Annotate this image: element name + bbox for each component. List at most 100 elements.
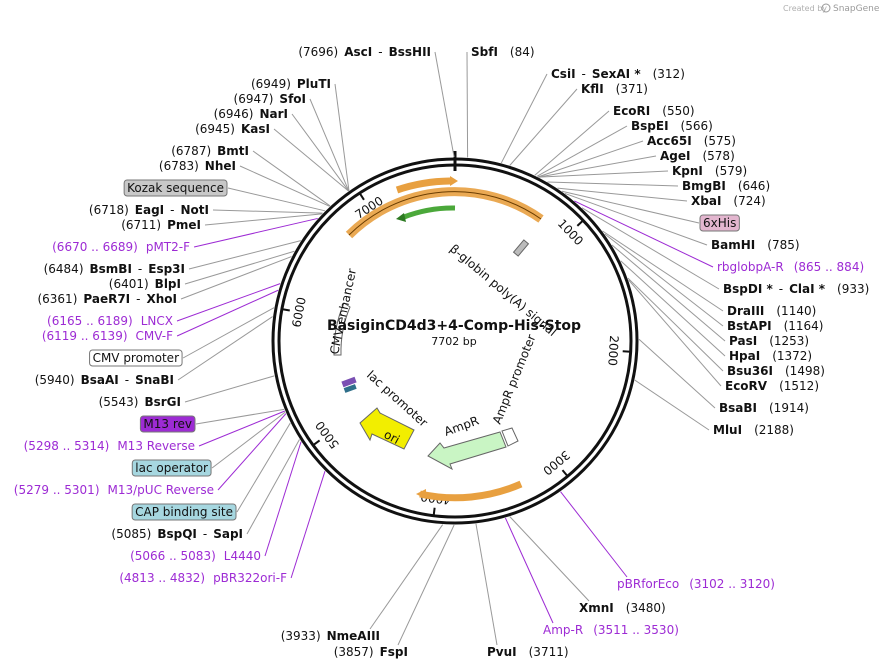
site-label[interactable]: BmgBI(646) [682, 179, 770, 193]
enzyme-name: Bsu36I [727, 364, 773, 378]
site-label[interactable]: XmnI(3480) [579, 601, 666, 615]
site-label[interactable]: (3933)NmeAIII [281, 629, 380, 643]
site-label[interactable]: XbaI(724) [691, 194, 766, 208]
site-ecori: EcoRI(550) [613, 104, 695, 118]
site-label[interactable]: (3857)FspI [334, 645, 408, 659]
site-label[interactable]: EcoRV(1512) [725, 379, 819, 393]
plasmid-length: 7702 bp [431, 335, 476, 348]
site-label[interactable]: Acc65I(575) [647, 134, 736, 148]
site-label[interactable]: (6361)PaeR7I-XhoI [37, 292, 177, 306]
site-label[interactable]: EcoRI(550) [613, 104, 695, 118]
site-label[interactable]: KpnI(579) [672, 164, 747, 178]
site-label[interactable]: lac operator [131, 459, 212, 477]
site-leader-line [264, 441, 302, 557]
site-label[interactable]: 6xHis [699, 214, 740, 232]
site-label[interactable]: (5066 .. 5083)L4440 [130, 549, 261, 563]
ori-label: ori [382, 427, 402, 447]
site-position: (3480) [626, 601, 666, 615]
site-label[interactable]: Bsu36I(1498) [727, 364, 825, 378]
primer-pbr322ori-f: (4813 .. 4832)pBR322ori-F [119, 571, 287, 585]
enzyme-name: KflI [581, 82, 604, 96]
site-label[interactable]: CAP binding site [131, 503, 237, 521]
site-position: (1253) [769, 334, 809, 348]
site-draiii: DraIII(1140) [727, 304, 816, 318]
site-label[interactable]: BspDI *-ClaI *(933) [723, 282, 869, 296]
enzyme-name: EcoRI [613, 104, 650, 118]
site-label[interactable]: BstAPI(1164) [727, 319, 823, 333]
site-label[interactable]: M13 rev [139, 415, 196, 433]
feature-box-bg [131, 459, 212, 477]
site-leader-line [176, 283, 281, 322]
site-label[interactable]: PasI(1253) [729, 334, 809, 348]
tick-label: 3000 [540, 448, 572, 478]
site-label[interactable]: (6783)NheI [159, 159, 236, 173]
site-label[interactable]: (6947)SfoI [234, 92, 306, 106]
site-label[interactable]: (5940)BsaAI-SnaBI [35, 373, 174, 387]
tick-mark [312, 439, 321, 446]
site-leader-line [538, 140, 644, 178]
site-label[interactable]: DraIII(1140) [727, 304, 816, 318]
site-label[interactable]: HpaI(1372) [729, 349, 812, 363]
site-label[interactable]: (4813 .. 4832)pBR322ori-F [119, 571, 287, 585]
feature-box-label: Kozak sequence [127, 181, 224, 195]
site-label[interactable]: (6718)EagI-NotI [89, 203, 209, 217]
site-label[interactable]: AgeI(578) [660, 149, 735, 163]
enzyme-name: DraIII [727, 304, 764, 318]
site-label[interactable]: CMV promoter [89, 349, 183, 367]
site-label[interactable]: (6165 .. 6189)LNCX [47, 314, 173, 328]
site-label[interactable]: (5298 .. 5314)M13 Reverse [24, 439, 195, 453]
site-leader-line [369, 524, 444, 630]
site-label[interactable]: SbfI(84) [471, 45, 535, 59]
site-label[interactable]: BspEI(566) [631, 119, 713, 133]
site-label[interactable]: pBRforEco(3102 .. 3120) [617, 577, 775, 591]
site-leader-line [504, 517, 554, 624]
site-label[interactable]: (6945)KasI [195, 122, 270, 136]
site-label[interactable]: BamHI(785) [711, 238, 800, 252]
site-bmti: (6787)BmtI [171, 144, 249, 158]
site-leader-line [291, 113, 349, 192]
site-label[interactable]: KflI(371) [581, 82, 648, 96]
site-label[interactable]: rbglobpA-R(865 .. 884) [717, 260, 864, 274]
site-label[interactable]: (6484)BsmBI-Esp3I [44, 262, 185, 276]
feature-box-bg [699, 214, 740, 232]
watermark-prefix: Created by [783, 4, 827, 13]
site-label[interactable]: (7696)AscI-BssHII [298, 45, 431, 59]
site-label[interactable]: (6946)NarI [214, 107, 288, 121]
site-position: (646) [738, 179, 770, 193]
feature-box-bg [123, 179, 228, 197]
site-label[interactable]: MluI(2188) [713, 423, 794, 437]
site-label[interactable]: (6949)PluTI [251, 77, 331, 91]
site-label[interactable]: Amp-R(3511 .. 3530) [543, 623, 679, 637]
site-label[interactable]: (6787)BmtI [171, 144, 249, 158]
site-label[interactable]: (5279 .. 5301)M13/pUC Reverse [14, 483, 214, 497]
feature-box-bg [89, 349, 183, 367]
site-label[interactable]: PvuI(3711) [487, 645, 569, 659]
feature-box-6xhis: 6xHis [703, 216, 736, 230]
site-label[interactable]: CsiI-SexAI *(312) [551, 67, 685, 81]
primer-lncx: (6165 .. 6189)LNCX [47, 314, 173, 328]
site-label[interactable]: (6119 .. 6139)CMV-F [42, 329, 173, 343]
site-label[interactable]: (5543)BsrGI [99, 395, 181, 409]
site-label[interactable]: BsaBI(1914) [719, 401, 809, 415]
site-bsu36i: Bsu36I(1498) [727, 364, 825, 378]
site-label[interactable]: (6711)PmeI [121, 218, 201, 232]
site-label[interactable]: (6401)BlpI [109, 277, 181, 291]
site-bspei: BspEI(566) [631, 119, 713, 133]
site-label[interactable]: Kozak sequence [123, 179, 228, 197]
separator: - [170, 203, 174, 217]
primer-range: (3102 .. 3120) [689, 577, 775, 591]
site-label[interactable]: (6670 .. 6689)pMT2-F [52, 240, 190, 254]
site-label[interactable]: (5085)BspQI-SapI [111, 527, 243, 541]
feature-box-cmv-promoter: CMV promoter [93, 351, 180, 365]
orf-bottom-arrow-head [416, 489, 426, 499]
site-leader-line [538, 155, 657, 178]
feature-box-kozak-sequence: Kozak sequence [127, 181, 224, 195]
primer-range: (5279 .. 5301) [14, 483, 100, 497]
site-leader-line [180, 256, 292, 300]
feature-box-label: lac operator [135, 461, 208, 475]
primer-rbglobpa-r: rbglobpA-R(865 .. 884) [717, 260, 864, 274]
site-mlui: MluI(2188) [713, 423, 794, 437]
primer-range: (6670 .. 6689) [52, 240, 138, 254]
site-position: (578) [702, 149, 734, 163]
ori-feature [359, 407, 415, 450]
